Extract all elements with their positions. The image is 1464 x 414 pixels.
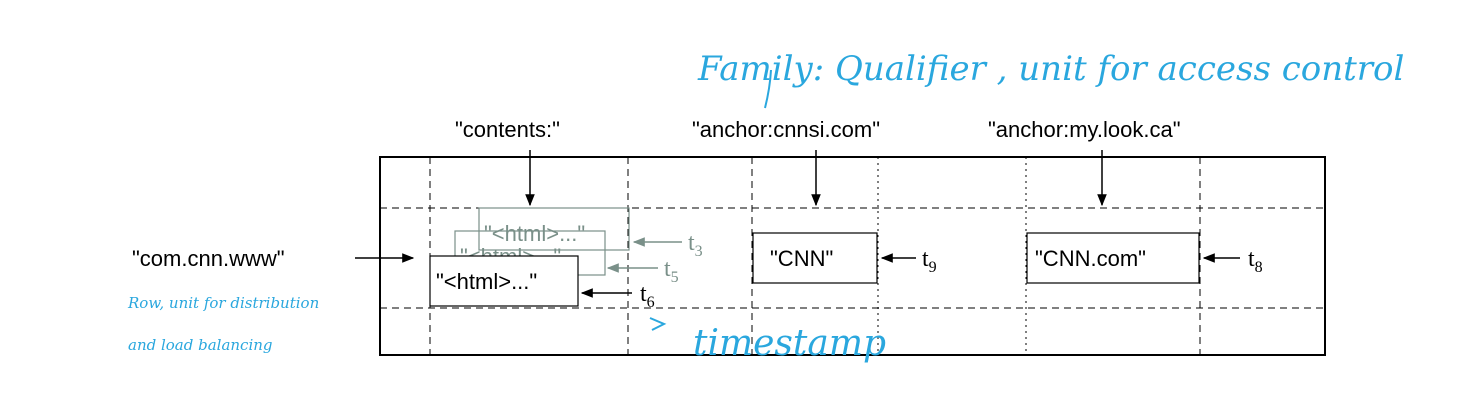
timestamp-t6: t6	[640, 281, 655, 311]
annotation-family-qualifier: Family: Qualifier , unit for access cont…	[697, 49, 1404, 89]
cell-cnn	[752, 232, 878, 284]
annotation-row-line1: Row, unit for distribution	[127, 294, 319, 312]
annotation-pointer-stroke	[764, 69, 772, 109]
timestamp-t3: t3	[688, 230, 703, 260]
annotation-timestamp: timestamp	[693, 323, 886, 364]
annotation-timestamp-pointer	[649, 317, 667, 331]
timestamp-t8: t8	[1248, 246, 1263, 276]
cell-value-t3: "<html>..."	[484, 221, 585, 246]
timestamp-t5: t5	[664, 256, 679, 286]
cell-value-cnn: "CNN"	[770, 246, 833, 271]
column-label-anchor-mylook: "anchor:my.look.ca"	[988, 117, 1181, 142]
cell-cnn-com	[1026, 232, 1200, 284]
timestamp-t9: t9	[922, 246, 937, 276]
cell-value-cnn-com: "CNN.com"	[1035, 246, 1146, 271]
column-label-contents: "contents:"	[455, 117, 560, 142]
annotation-row-line2: and load balancing	[128, 336, 273, 354]
row-key-label: "com.cnn.www"	[132, 246, 285, 271]
column-label-anchor-cnnsi: "anchor:cnnsi.com"	[692, 117, 880, 142]
table-frame	[379, 156, 1326, 356]
cell-version-t3	[478, 207, 630, 251]
cell-version-t6	[429, 255, 579, 307]
cell-value-t6: "<html>..."	[436, 269, 537, 294]
